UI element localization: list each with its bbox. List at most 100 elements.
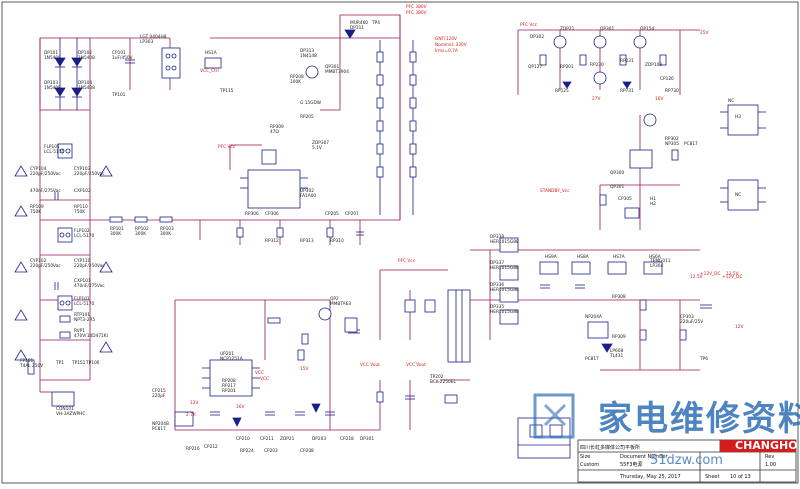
component-ref-label: RP101 [110, 226, 124, 232]
component-ref-label: LP303 [140, 39, 153, 45]
text-layer: PFC 380V GNT(120V Nominal: 330V Irms=0.7… [19, 4, 800, 480]
transformer-tp202 [447, 289, 471, 363]
warning-icon [14, 261, 28, 273]
capacitor-cp101 [125, 59, 135, 64]
resistor [659, 54, 667, 66]
doc-number-label: Document Number [620, 454, 669, 460]
size-value: Custom [580, 462, 599, 468]
component-ref-label: TL431 [609, 353, 623, 359]
component-ref-label: 470nF/275Vac [74, 283, 105, 289]
component-ref-label: TEMG011 [649, 258, 671, 264]
component-ref-label: HER1015G88 [490, 309, 519, 315]
component-ref-label: TP202 [429, 374, 444, 380]
warning-icon [14, 165, 28, 177]
connector-con101 [51, 391, 75, 407]
component-ref-label: 220pF/250Vac [30, 263, 61, 269]
component-ref-label: MUR460 [350, 20, 368, 26]
net-label: STANDBY_Vcc [540, 188, 570, 194]
component-ref-label: 470V(14D471K) [74, 333, 109, 339]
component-ref-label: RVP1 [74, 328, 85, 334]
size-label: Size [580, 454, 590, 460]
component-ref-label: CP305 [618, 196, 632, 202]
component-ref-label: DP335 [490, 304, 504, 310]
component-ref-label: QP2 [330, 296, 339, 302]
component-ref-label: QP127 [528, 64, 542, 70]
component-ref-label: DP336 [490, 282, 504, 288]
optocoupler-np305 [629, 149, 653, 169]
rating-note-line3: Irms=0.7A [435, 48, 458, 54]
choke-lp303 [161, 47, 181, 79]
component-ref-label: RP217 [222, 383, 236, 389]
ic-up302 [247, 169, 301, 209]
component-ref-label: TP4 [371, 20, 380, 26]
warning-icon [99, 261, 113, 273]
component-ref-label: UP201 [220, 351, 234, 357]
company-name: 四川长虹多媒体公司平板所 [580, 444, 640, 451]
mounting-holes [720, 104, 766, 211]
component-ref-label: CYP104 [30, 166, 47, 172]
component-ref-label: LCL-5170 [74, 301, 94, 307]
heatsink-hs9a [539, 261, 559, 275]
net-label: VCC [260, 376, 269, 382]
optocoupler-np204b [174, 411, 194, 427]
resistor [599, 194, 607, 206]
component-ref-label: 300K [135, 231, 146, 237]
component-ref-label: RP125 [555, 88, 569, 94]
component-ref-label: RP231 [620, 58, 634, 64]
resistor [326, 227, 334, 238]
component-ref-label: CP210 [236, 436, 250, 442]
component-ref-label: RP208 [290, 74, 304, 80]
component-ref-label: CP215 [152, 388, 166, 394]
brand-bar [720, 440, 796, 452]
mosfet-qp201 [344, 317, 358, 333]
component-ref-label: DP302 [530, 34, 544, 40]
choke-flp102 [57, 227, 73, 243]
component-ref-label: CP303 [680, 314, 694, 320]
component-ref-label: CP203 [264, 448, 278, 454]
resistor [297, 349, 305, 361]
component-ref-label: DP102 [78, 50, 92, 56]
component-ref-label: H1 [650, 196, 656, 202]
net-label: PFC Vcc [218, 144, 236, 150]
fuse-fp101 [27, 359, 35, 375]
component-ref-label: VH-3AZWPHC [56, 411, 85, 417]
component-ref-label: 300K [110, 231, 121, 237]
thermistor-rtp101 [59, 315, 71, 323]
component-ref-label: HS6A [649, 254, 661, 260]
net-label: PFC 380V [406, 4, 427, 10]
transistor-qp135 [593, 35, 607, 49]
resistor [539, 54, 547, 66]
heatsink-hs8a [571, 261, 591, 275]
component-ref-label: DP104 [78, 80, 92, 86]
component-ref-label: RP201 [560, 64, 574, 70]
component-ref-label: 1N5408 [78, 55, 95, 61]
optocoupler-np204a [587, 321, 609, 339]
emi-filter-block [14, 143, 180, 407]
diode-dp213 [424, 299, 436, 313]
component-ref-label: RP230 [590, 62, 604, 68]
component-ref-label: NCP1251A [220, 356, 243, 362]
capacitor-cxp102 [54, 192, 59, 200]
transistor-qp2 [318, 307, 332, 321]
zener [622, 81, 632, 89]
output-pw-label: +12V_DC [700, 271, 720, 277]
rev-value: 1.00 [765, 462, 776, 468]
heatsink-hs6a [643, 261, 663, 275]
component-ref-label: QP301 [600, 26, 614, 32]
choke-flp105 [57, 143, 73, 159]
diode-dp311 [344, 29, 356, 39]
warning-icon [14, 309, 28, 321]
component-ref-label: DP337 [490, 260, 504, 266]
component-ref-label: QP301 [325, 64, 339, 70]
net-label: 27V [592, 96, 600, 102]
component-ref-label: 750K [74, 209, 85, 215]
component-ref-label: CON101 [56, 406, 74, 412]
diode-dp336 [499, 287, 519, 303]
component-ref-label: FA1A00 [300, 193, 316, 199]
component-ref-label: TP115 [219, 88, 234, 94]
component-ref-label: RP309 [270, 124, 284, 130]
resistor [671, 149, 679, 161]
component-ref-label: LCL-5170 [74, 233, 94, 239]
component-ref-label: NC [728, 98, 734, 104]
